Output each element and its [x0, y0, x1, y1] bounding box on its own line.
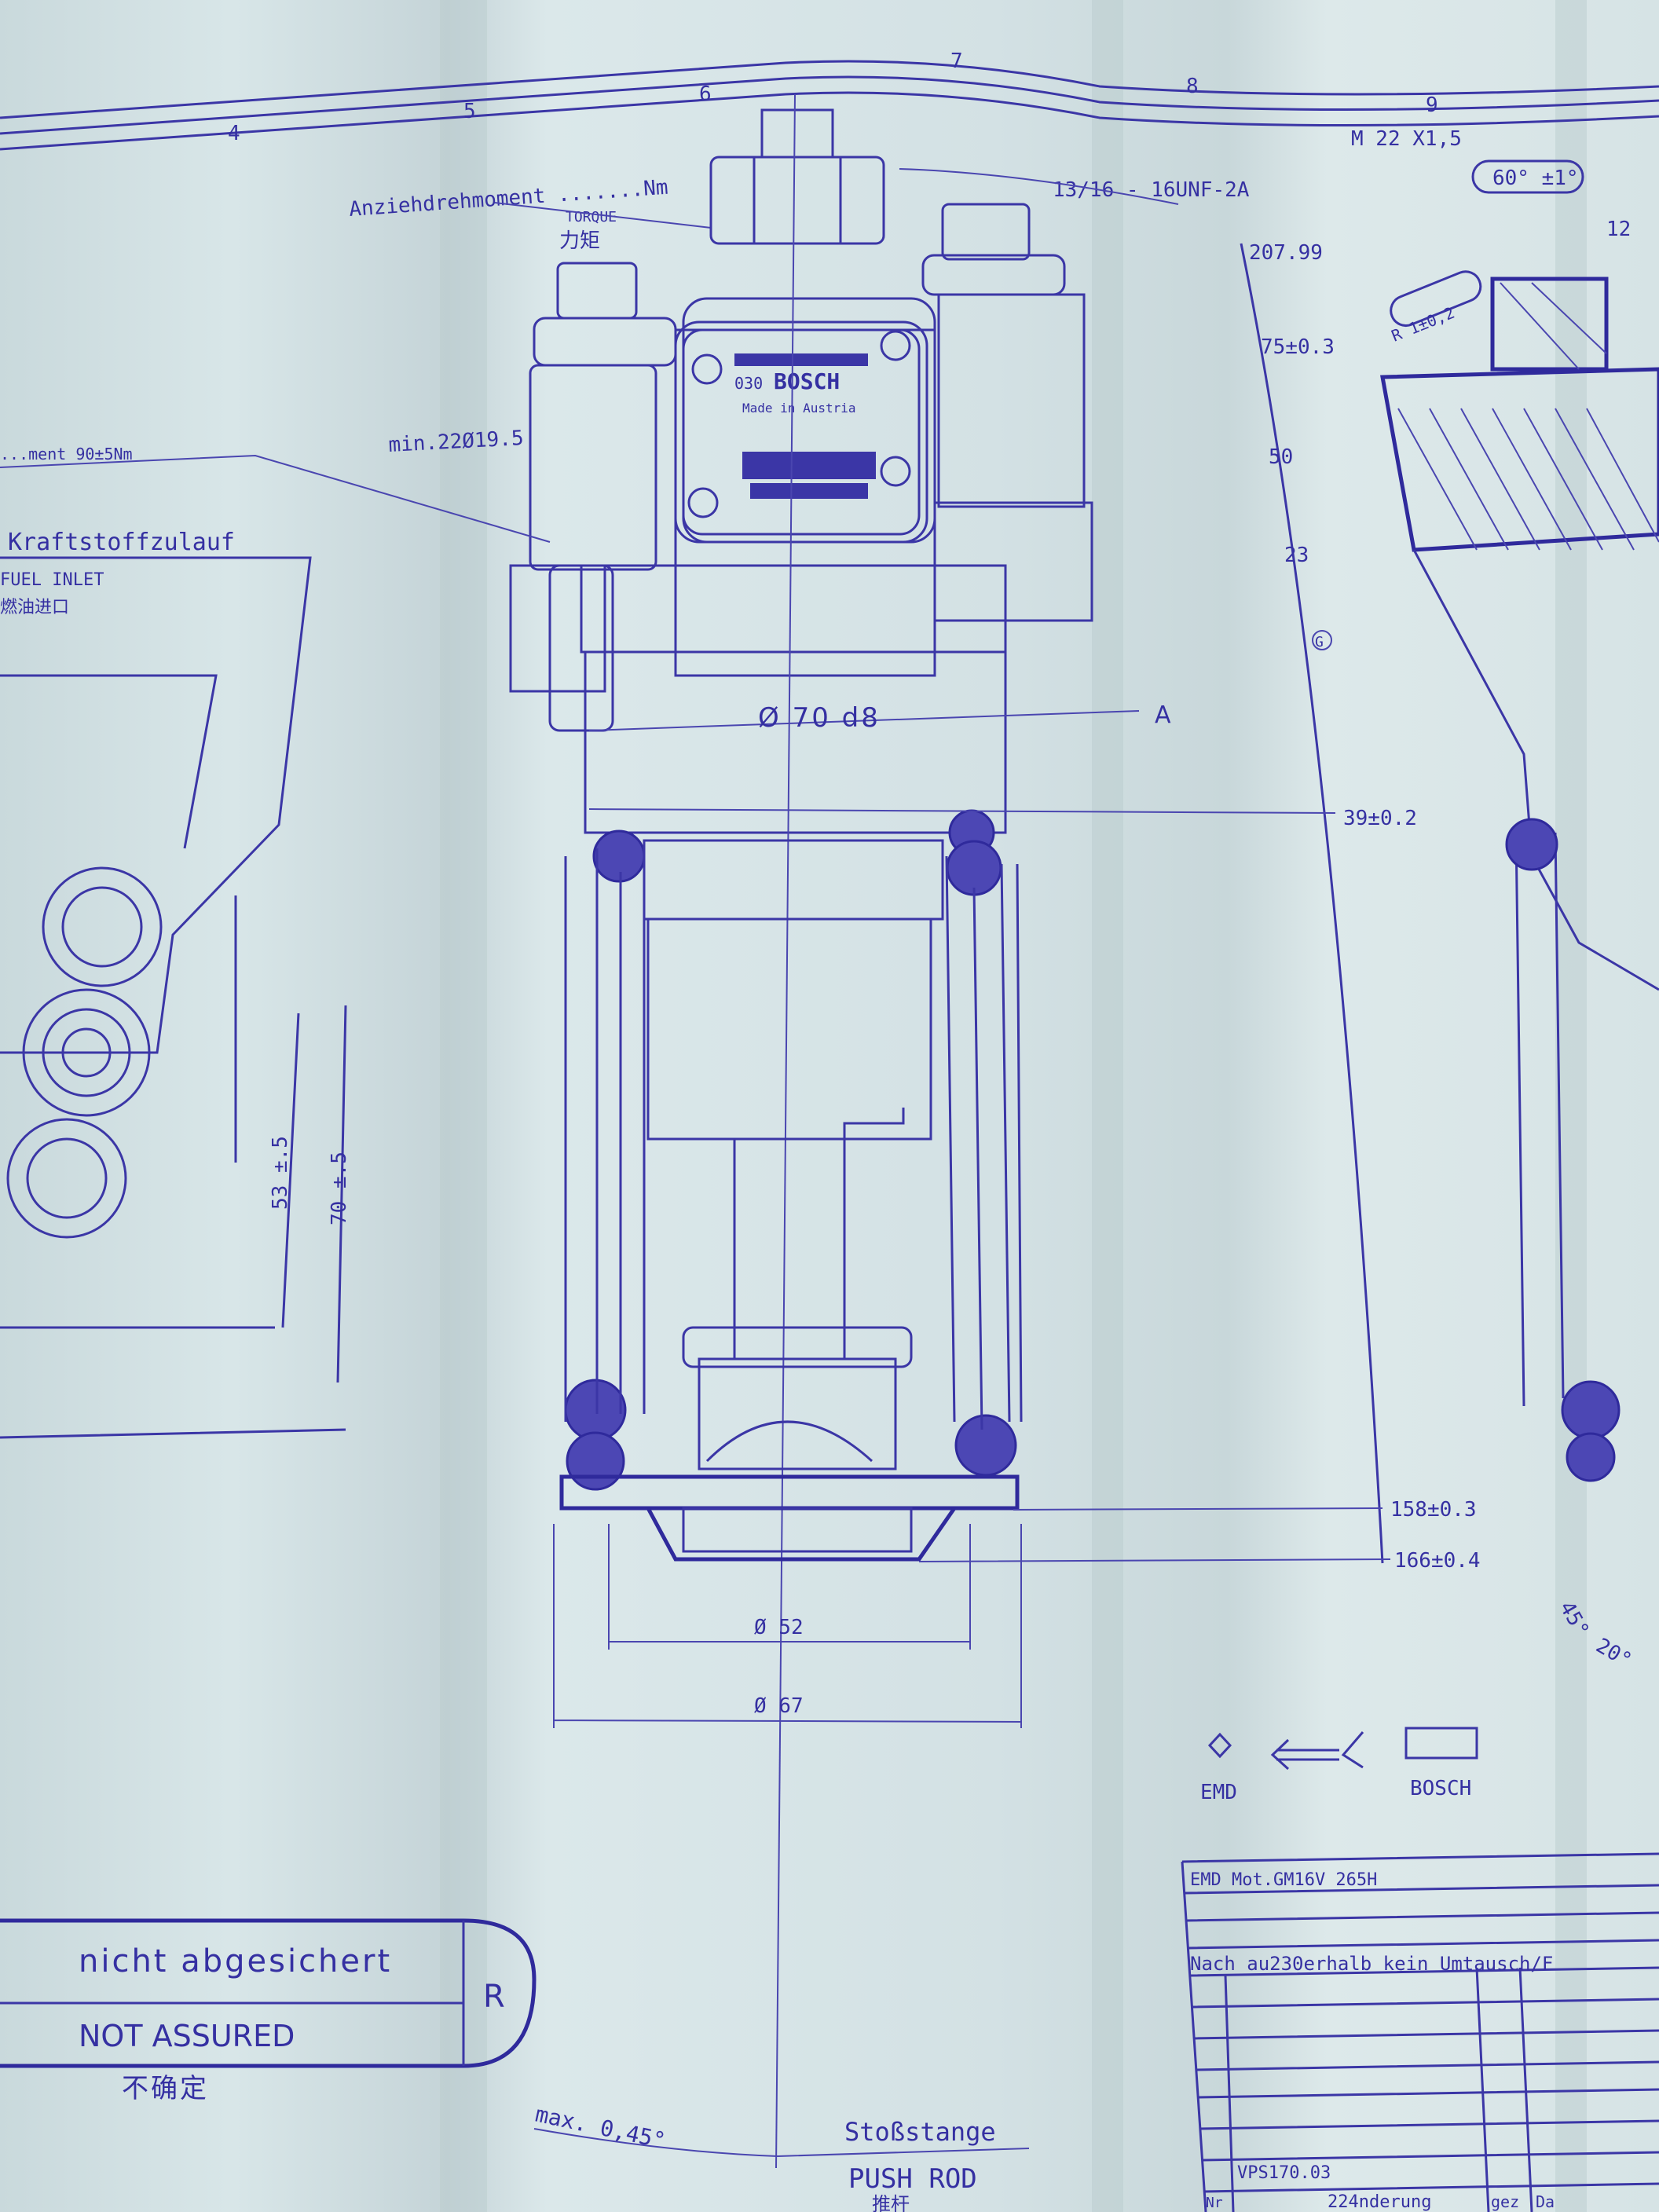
plate-origin: Made in Austria	[742, 401, 856, 416]
leader-line	[533, 2128, 1030, 2158]
spring-assembly	[559, 809, 1023, 1562]
angle-label: 60° ±1°	[1492, 167, 1579, 190]
dim-50-label: 50	[1269, 445, 1293, 469]
pushrod-cn: 推杆	[872, 2193, 910, 2212]
arrow-icon	[1270, 1731, 1364, 1771]
dim-12-label: 12	[1606, 218, 1631, 241]
dim-39-label: 39±0.2	[1343, 807, 1417, 830]
stamp-en: NOT ASSURED	[79, 2019, 295, 2053]
table-col-gez: gez	[1491, 2192, 1519, 2211]
dim-166-label: 166±0.4	[1394, 1549, 1481, 1573]
ruler-number: 8	[1186, 75, 1199, 98]
revision-table	[1181, 1852, 1659, 2212]
table-row-note: Nach au230erhalb kein Umtausch/F	[1190, 1953, 1553, 1975]
dim-158-label: 158±0.3	[1390, 1498, 1477, 1522]
plate-brand: BOSCH	[774, 368, 840, 394]
plate-barcode	[742, 452, 876, 479]
torque-leader	[494, 202, 712, 229]
not-assured-stamp	[0, 1918, 537, 2068]
stamp-de: nicht abgesichert	[79, 1943, 392, 1979]
dimension-line	[553, 1524, 1022, 1728]
angle-20-label: 20°	[1592, 1634, 1636, 1672]
ruler-number: 6	[699, 82, 712, 106]
dimension-chain	[1240, 243, 1384, 1564]
ruler-number: 9	[1426, 93, 1438, 117]
angle-callout	[1471, 159, 1584, 194]
leader-line	[899, 168, 1179, 205]
fold-shadow	[440, 0, 487, 2212]
emd-label: EMD	[1200, 1781, 1237, 1804]
center-line	[775, 93, 796, 2169]
ruler-number: 7	[950, 49, 963, 73]
top-ruler: 4 5 6 7 8 9	[0, 49, 1659, 151]
moment-label: ...ment 90±5Nm	[0, 445, 133, 463]
torque-label: Anziehdrehmoment .......Nm	[348, 176, 668, 222]
table-part-number: VPS170.03	[1237, 2163, 1331, 2183]
radius-callout	[1390, 270, 1482, 327]
ruler-number: 4	[228, 122, 240, 145]
plate-stripe	[734, 353, 868, 366]
fuel-inlet-en: FUEL INLET	[0, 570, 104, 590]
diameter-70-label: Ø 70 d8	[758, 702, 881, 734]
dimension-line	[588, 808, 1336, 814]
stamp-cn: 不确定	[122, 2073, 209, 2104]
dim-70-label: 70 ±.5	[328, 1152, 351, 1225]
dim-23-label: 23	[1284, 544, 1309, 567]
dim-75-label: 75±0.3	[1261, 335, 1335, 359]
dimension-line	[918, 1507, 1391, 1562]
datum-circle	[1312, 630, 1332, 650]
table-col-nr: Nr	[1206, 2195, 1223, 2211]
table-col-date: Da	[1536, 2192, 1555, 2211]
emd-diamond-icon	[1207, 1732, 1232, 1759]
table-col-change: 224nderung	[1328, 2192, 1431, 2212]
fuel-inlet-de: Kraftstoffzulauf	[8, 529, 235, 556]
dim-53-label: 53 ±.5	[269, 1136, 292, 1210]
torque-cn: 力矩	[559, 229, 600, 253]
dimension-line	[588, 710, 1140, 731]
bosch-symbol-icon	[1404, 1727, 1478, 1760]
fold-shadow	[1092, 0, 1123, 2212]
table-row-engine: EMD Mot.GM16V 265H	[1190, 1870, 1377, 1890]
ruler-number: 5	[463, 100, 476, 123]
datum-g-label: G	[1315, 634, 1324, 650]
pump-body	[509, 108, 1093, 834]
min-dimension-label: min.22Ø19.5	[388, 427, 525, 457]
fuel-inlet-cn: 燃油进口	[0, 598, 69, 617]
dim-207-label: 207.99	[1249, 241, 1323, 265]
pushrod-en: PUSH ROD	[848, 2163, 977, 2195]
section-view-right	[1380, 270, 1659, 1482]
stamp-badge: R	[483, 1979, 507, 2015]
diameter-67-label: Ø 67	[754, 1694, 804, 1718]
thread-size-label: M 22 X1,5	[1351, 127, 1462, 151]
pushrod-de: Stoßstange	[844, 2117, 996, 2147]
leader-line	[0, 454, 551, 543]
plate-code: 030	[734, 374, 763, 393]
bosch-label: BOSCH	[1410, 1777, 1471, 1800]
radius-label: R 1±0,2	[1389, 303, 1457, 346]
diameter-52-label: Ø 52	[754, 1616, 804, 1639]
section-mark-a: A	[1155, 701, 1174, 729]
thread-label: 13/16 - 16UNF-2A	[1053, 178, 1250, 202]
side-view-left	[0, 556, 347, 1439]
